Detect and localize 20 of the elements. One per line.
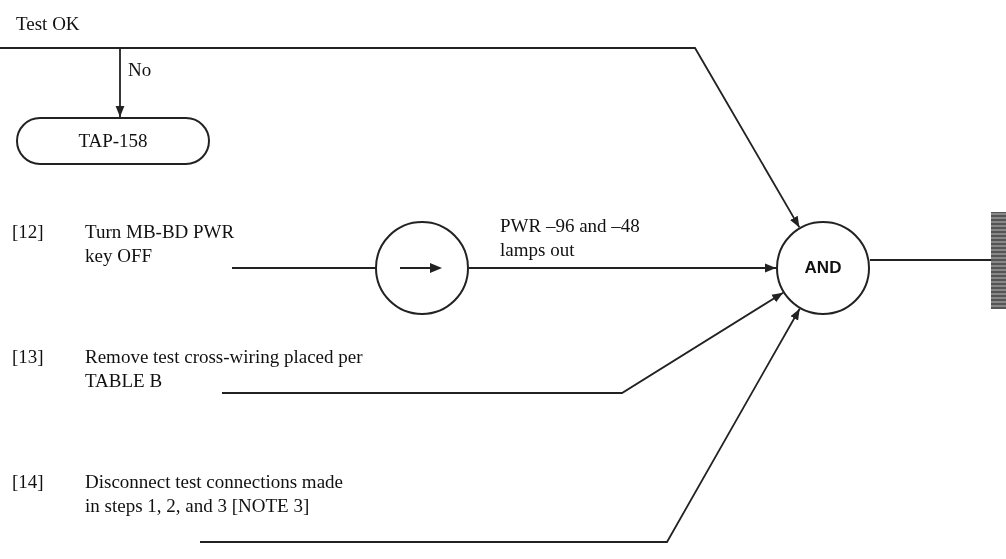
step-text: Remove test cross-wiring placed per TABLE B bbox=[85, 345, 364, 393]
arrow bbox=[115, 47, 125, 118]
arrow bbox=[468, 263, 777, 273]
arrow bbox=[221, 291, 784, 394]
step-text: Disconnect test connections made in steps 1, 2, and 3 [NOTE 3] bbox=[85, 470, 344, 518]
terminal-box bbox=[16, 117, 210, 165]
terminal-label: TAP-158 bbox=[77, 129, 149, 153]
gate-label: AND bbox=[803, 257, 843, 279]
connector-line bbox=[231, 267, 376, 269]
step-number: [13] bbox=[12, 345, 44, 369]
connector-bar bbox=[991, 212, 1006, 309]
connector-circle bbox=[375, 221, 469, 315]
step-number: [12] bbox=[12, 220, 44, 244]
gate-circle bbox=[776, 221, 870, 315]
arrow bbox=[199, 307, 801, 543]
decision-label: Test OK bbox=[16, 12, 80, 36]
step-text: Turn MB-BD PWR key OFF bbox=[85, 220, 235, 268]
connector-line bbox=[869, 259, 992, 261]
step-number: [14] bbox=[12, 470, 44, 494]
arrow bbox=[0, 47, 801, 229]
